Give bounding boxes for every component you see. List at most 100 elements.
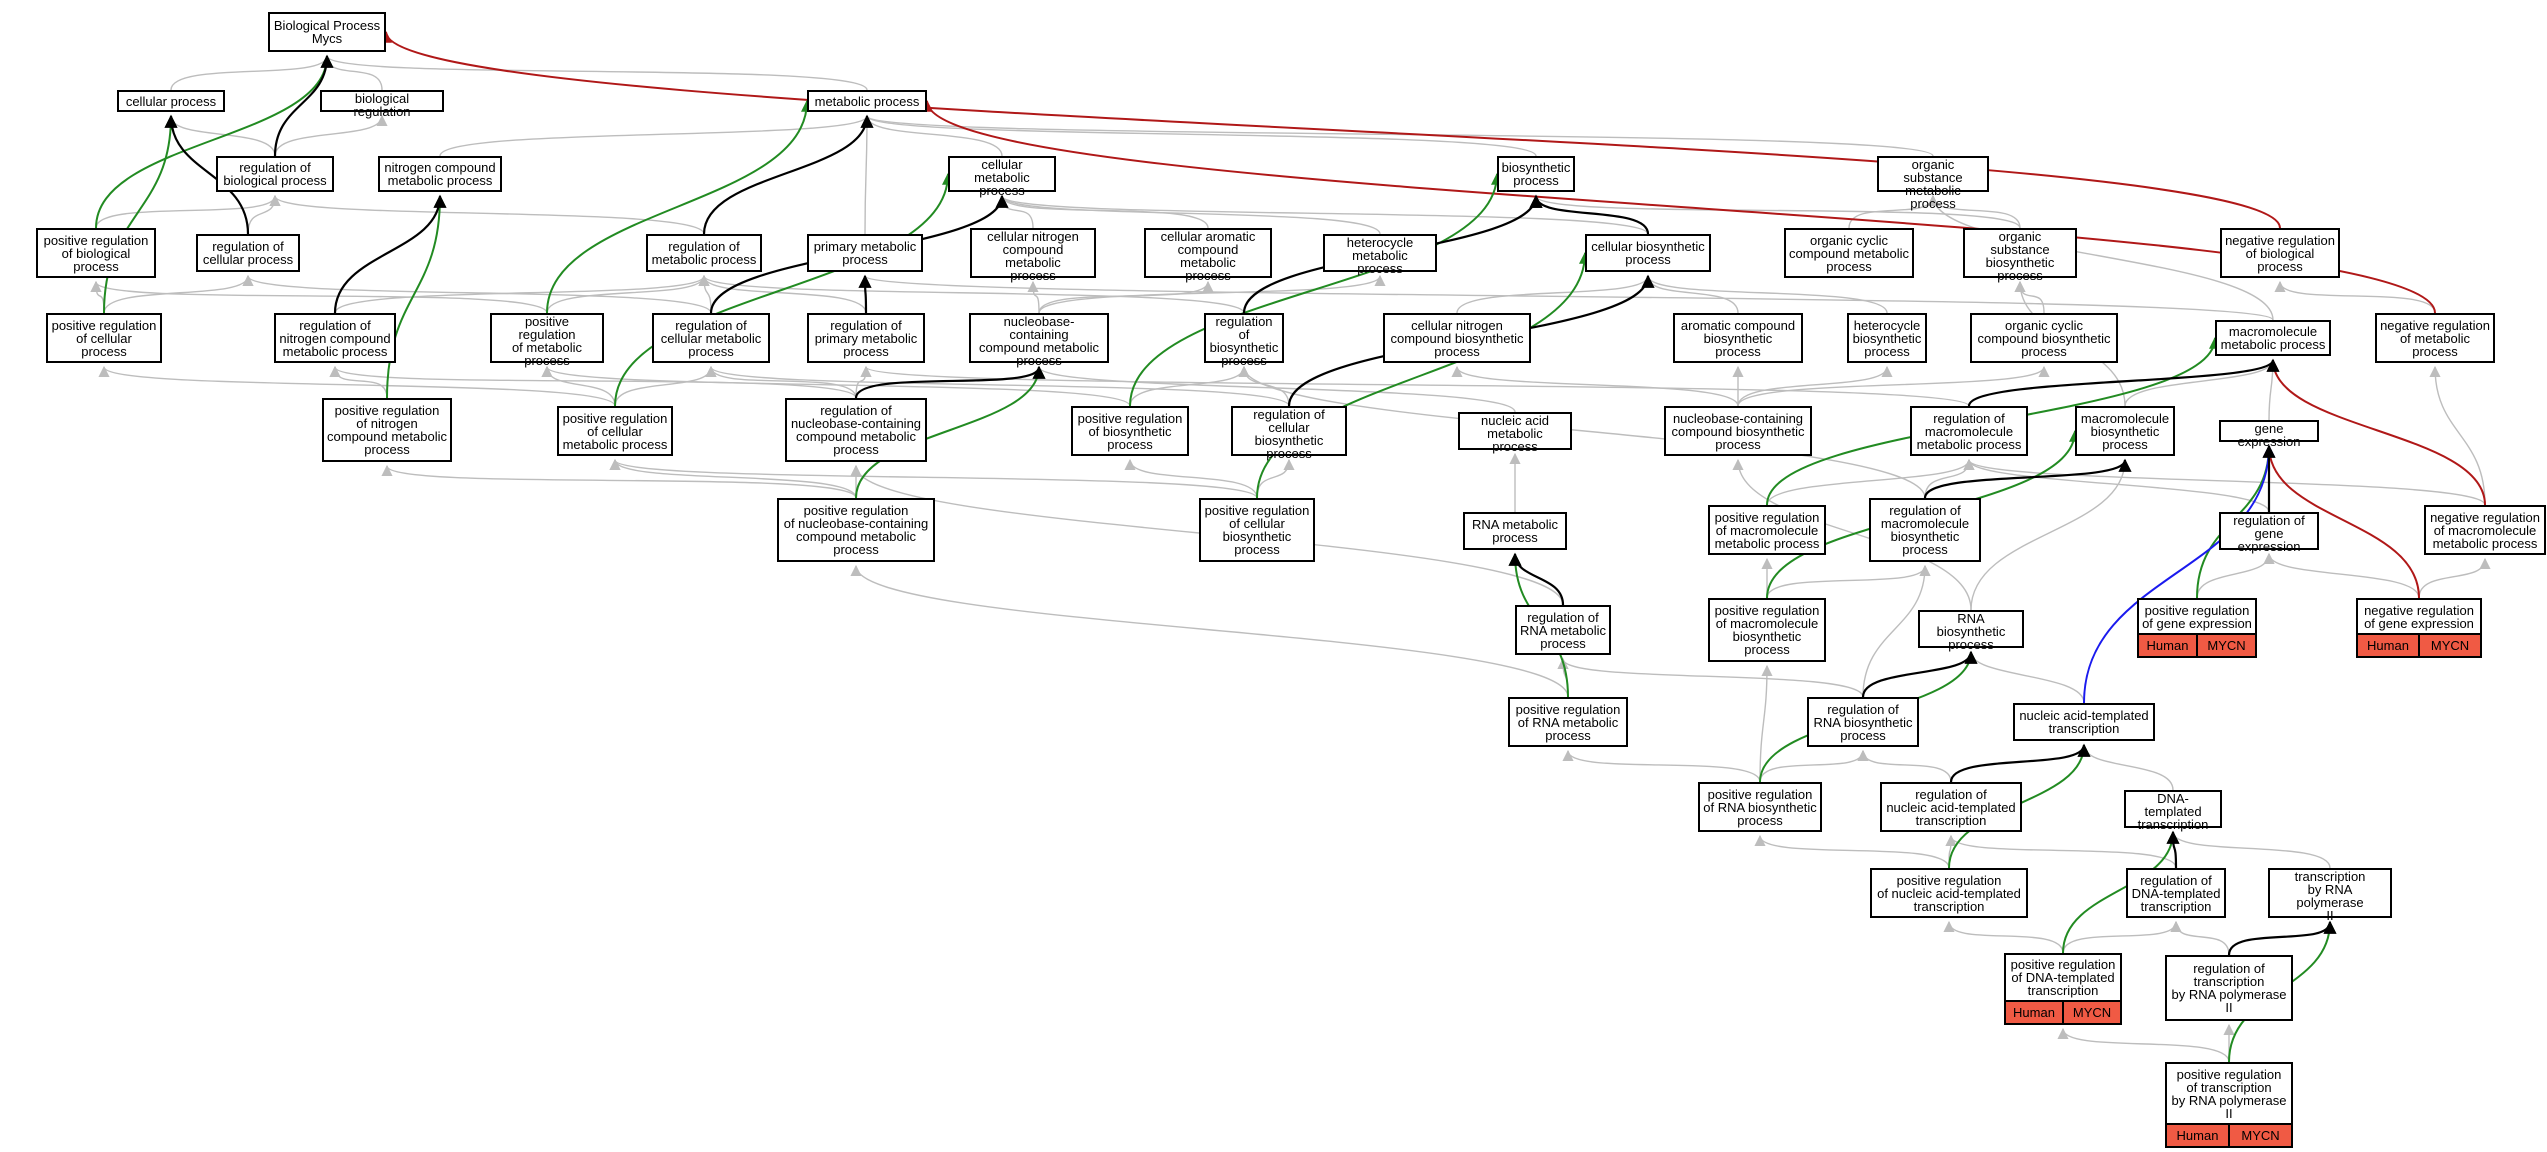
go-term-rcmp[interactable]: regulation of cellular metabolic process [652,313,770,363]
go-term-rnamp[interactable]: RNA metabolic process [1463,512,1567,550]
edge-prcp-to-cp [103,114,177,314]
edge-prbp-to-bp [95,54,333,229]
go-term-prtrp2[interactable]: positive regulation of transcription by … [2165,1062,2293,1148]
edge-prnbcmp-to-prncmp [381,464,857,499]
go-term-prbsp[interactable]: positive regulation of biosynthetic proc… [1071,406,1189,456]
go-term-ncmp[interactable]: nitrogen compound metabolic process [378,156,502,192]
go-term-label: regulation of biosynthetic process [1209,314,1279,368]
go-term-label: positive regulation of RNA biosynthetic … [1703,786,1817,828]
go-term-label: RNA biosynthetic process [1936,611,2006,652]
edge-rbsp-to-rmp [698,274,1245,314]
go-term-cncbp[interactable]: cellular nitrogen compound biosynthetic … [1383,313,1531,363]
go-term-rmbp[interactable]: regulation of macromolecule biosynthetic… [1869,498,1981,562]
go-term-prnatt[interactable]: positive regulation of nucleic acid-temp… [1870,868,2028,918]
go-term-rrnabp[interactable]: regulation of RNA biosynthetic process [1807,697,1919,747]
go-term-rmp[interactable]: regulation of metabolic process [646,234,762,272]
go-term-prmmp[interactable]: positive regulation of macromolecule met… [1708,505,1826,555]
go-term-cncmp[interactable]: cellular nitrogen compound metabolic pro… [970,228,1096,282]
go-term-label: regulation of cellular biosynthetic proc… [1253,407,1325,461]
edge-rmmp-to-rpmp [860,365,1970,407]
go-term-prcbp[interactable]: positive regulation of cellular biosynth… [1199,498,1315,562]
go-term-label: cellular metabolic process [974,157,1030,198]
go-term-trp2[interactable]: transcription by RNA polymerase II [2268,868,2392,922]
go-term-cmp[interactable]: cellular metabolic process [948,156,1056,197]
go-term-prcp[interactable]: positive regulation of cellular process [46,313,162,363]
go-term-prbp[interactable]: positive regulation of biological proces… [36,228,156,278]
go-term-label: positive regulation of RNA metabolic pro… [1515,701,1621,743]
go-term-ge[interactable]: gene expression [2219,420,2319,448]
edge-rmp-to-mp [702,114,874,235]
go-term-hbp[interactable]: heterocycle biosynthetic process [1847,313,1927,363]
edge-nbcbp-to-cncbp [1451,365,1739,407]
go-term-natt[interactable]: nucleic acid-templated transcription [2013,703,2155,741]
gene-tag: MYCN [2062,1002,2120,1023]
go-term-rbsp[interactable]: regulation of biosynthetic process [1204,313,1284,367]
edge-rmbp-to-rbsp [1238,365,1926,499]
go-term-rnbcmp[interactable]: regulation of nucleobase-containing comp… [785,398,927,462]
go-term-cacmp[interactable]: cellular aromatic compound metabolic pro… [1144,228,1272,282]
go-term-label: regulation of metabolic process [651,239,757,267]
go-term-prncmp[interactable]: positive regulation of nitrogen compound… [322,398,452,462]
go-term-namp[interactable]: nucleic acid metabolic process [1458,412,1572,453]
go-term-nrmp[interactable]: negative regulation of metabolic process [2375,313,2495,363]
go-term-rge[interactable]: regulation of gene expression [2219,512,2319,553]
go-term-rncmp[interactable]: regulation of nitrogen compound metaboli… [274,313,396,363]
go-term-pmp[interactable]: primary metabolic process [807,234,923,272]
go-term-osbp[interactable]: organic substance biosynthetic process [1963,228,2077,282]
go-term-label: nitrogen compound metabolic process [384,160,496,188]
go-term-rdtt[interactable]: regulation of DNA-templated transcriptio… [2126,868,2226,918]
go-term-rcp[interactable]: regulation of cellular process [196,234,300,272]
edge-cp-to-bp [170,54,333,91]
go-term-acbp[interactable]: aromatic compound biosynthetic process [1673,313,1803,363]
go-term-rmmp[interactable]: regulation of macromolecule metabolic pr… [1910,406,2028,456]
go-term-label: biological regulation [353,91,411,119]
edge-rpmp-to-pmp [858,274,872,314]
go-term-prmp[interactable]: positive regulation of metabolic process [490,313,604,367]
edge-rpmp-to-rmp [698,274,867,314]
edge-prmbp-to-rmbp [1766,564,1931,599]
go-term-rnatt[interactable]: regulation of nucleic acid-templated tra… [1880,782,2022,832]
go-term-rrnamp[interactable]: regulation of RNA metabolic process [1515,605,1611,655]
go-term-rtrp2[interactable]: regulation of transcription by RNA polym… [2165,955,2293,1021]
gene-tag: MYCN [2196,635,2255,656]
go-term-bsp[interactable]: biosynthetic process [1497,156,1575,192]
go-term-rpmp[interactable]: regulation of primary metabolic process [807,313,925,363]
edge-mp-to-bp [321,54,868,91]
go-term-rcbp[interactable]: regulation of cellular biosynthetic proc… [1231,406,1347,460]
go-term-prcmp[interactable]: positive regulation of cellular metaboli… [557,406,673,456]
go-term-cp[interactable]: cellular process [117,90,225,112]
go-term-bp[interactable]: Biological Process Mycs [268,12,386,52]
go-term-prmbp[interactable]: positive regulation of macromolecule bio… [1708,598,1826,662]
go-term-label: regulation of cellular process [202,239,294,267]
go-term-mp[interactable]: metabolic process [807,90,927,112]
go-term-label: regulation of cellular metabolic process [660,317,762,359]
go-term-prdtt[interactable]: positive regulation of DNA-templated tra… [2004,953,2122,1025]
go-term-nbcmp[interactable]: nucleobase-containing compound metabolic… [969,313,1109,367]
go-term-osmp[interactable]: organic substance metabolic process [1877,156,1989,210]
edge-hbp-to-cbp [1642,274,1888,314]
go-term-prrnabp[interactable]: positive regulation of RNA biosynthetic … [1698,782,1822,832]
edge-rcbp-to-rcmp [705,365,1290,407]
go-term-label: regulation of nucleobase-containing comp… [790,403,922,457]
go-term-prnbcmp[interactable]: positive regulation of nucleobase-contai… [777,498,935,562]
go-term-occmp[interactable]: organic cyclic compound metabolic proces… [1784,228,1914,278]
go-term-occbp[interactable]: organic cyclic compound biosynthetic pro… [1970,313,2118,363]
go-term-hmp[interactable]: heterocycle metabolic process [1323,234,1437,275]
edge-prbp-to-rbp [95,194,281,229]
go-term-mmp[interactable]: macromolecule metabolic process [2215,320,2331,356]
edge-nrge-to-ge [2263,444,2420,599]
go-term-dtt[interactable]: DNA-templated transcription [2124,790,2222,831]
go-term-prrnamp[interactable]: positive regulation of RNA metabolic pro… [1508,697,1628,747]
go-term-rnabp[interactable]: RNA biosynthetic process [1918,610,2024,652]
go-term-mbp[interactable]: macromolecule biosynthetic process [2075,406,2175,456]
go-term-br[interactable]: biological regulation [320,90,444,118]
go-term-nrbp[interactable]: negative regulation of biological proces… [2220,228,2340,278]
go-term-cbp[interactable]: cellular biosynthetic process [1585,234,1711,272]
go-term-nbcbp[interactable]: nucleobase-containing compound biosynthe… [1664,406,1812,456]
go-term-rbp[interactable]: regulation of biological process [216,156,334,192]
go-term-label: regulation of macromolecule biosynthetic… [1880,503,1970,557]
go-term-nrmmp[interactable]: negative regulation of macromolecule met… [2424,505,2546,555]
